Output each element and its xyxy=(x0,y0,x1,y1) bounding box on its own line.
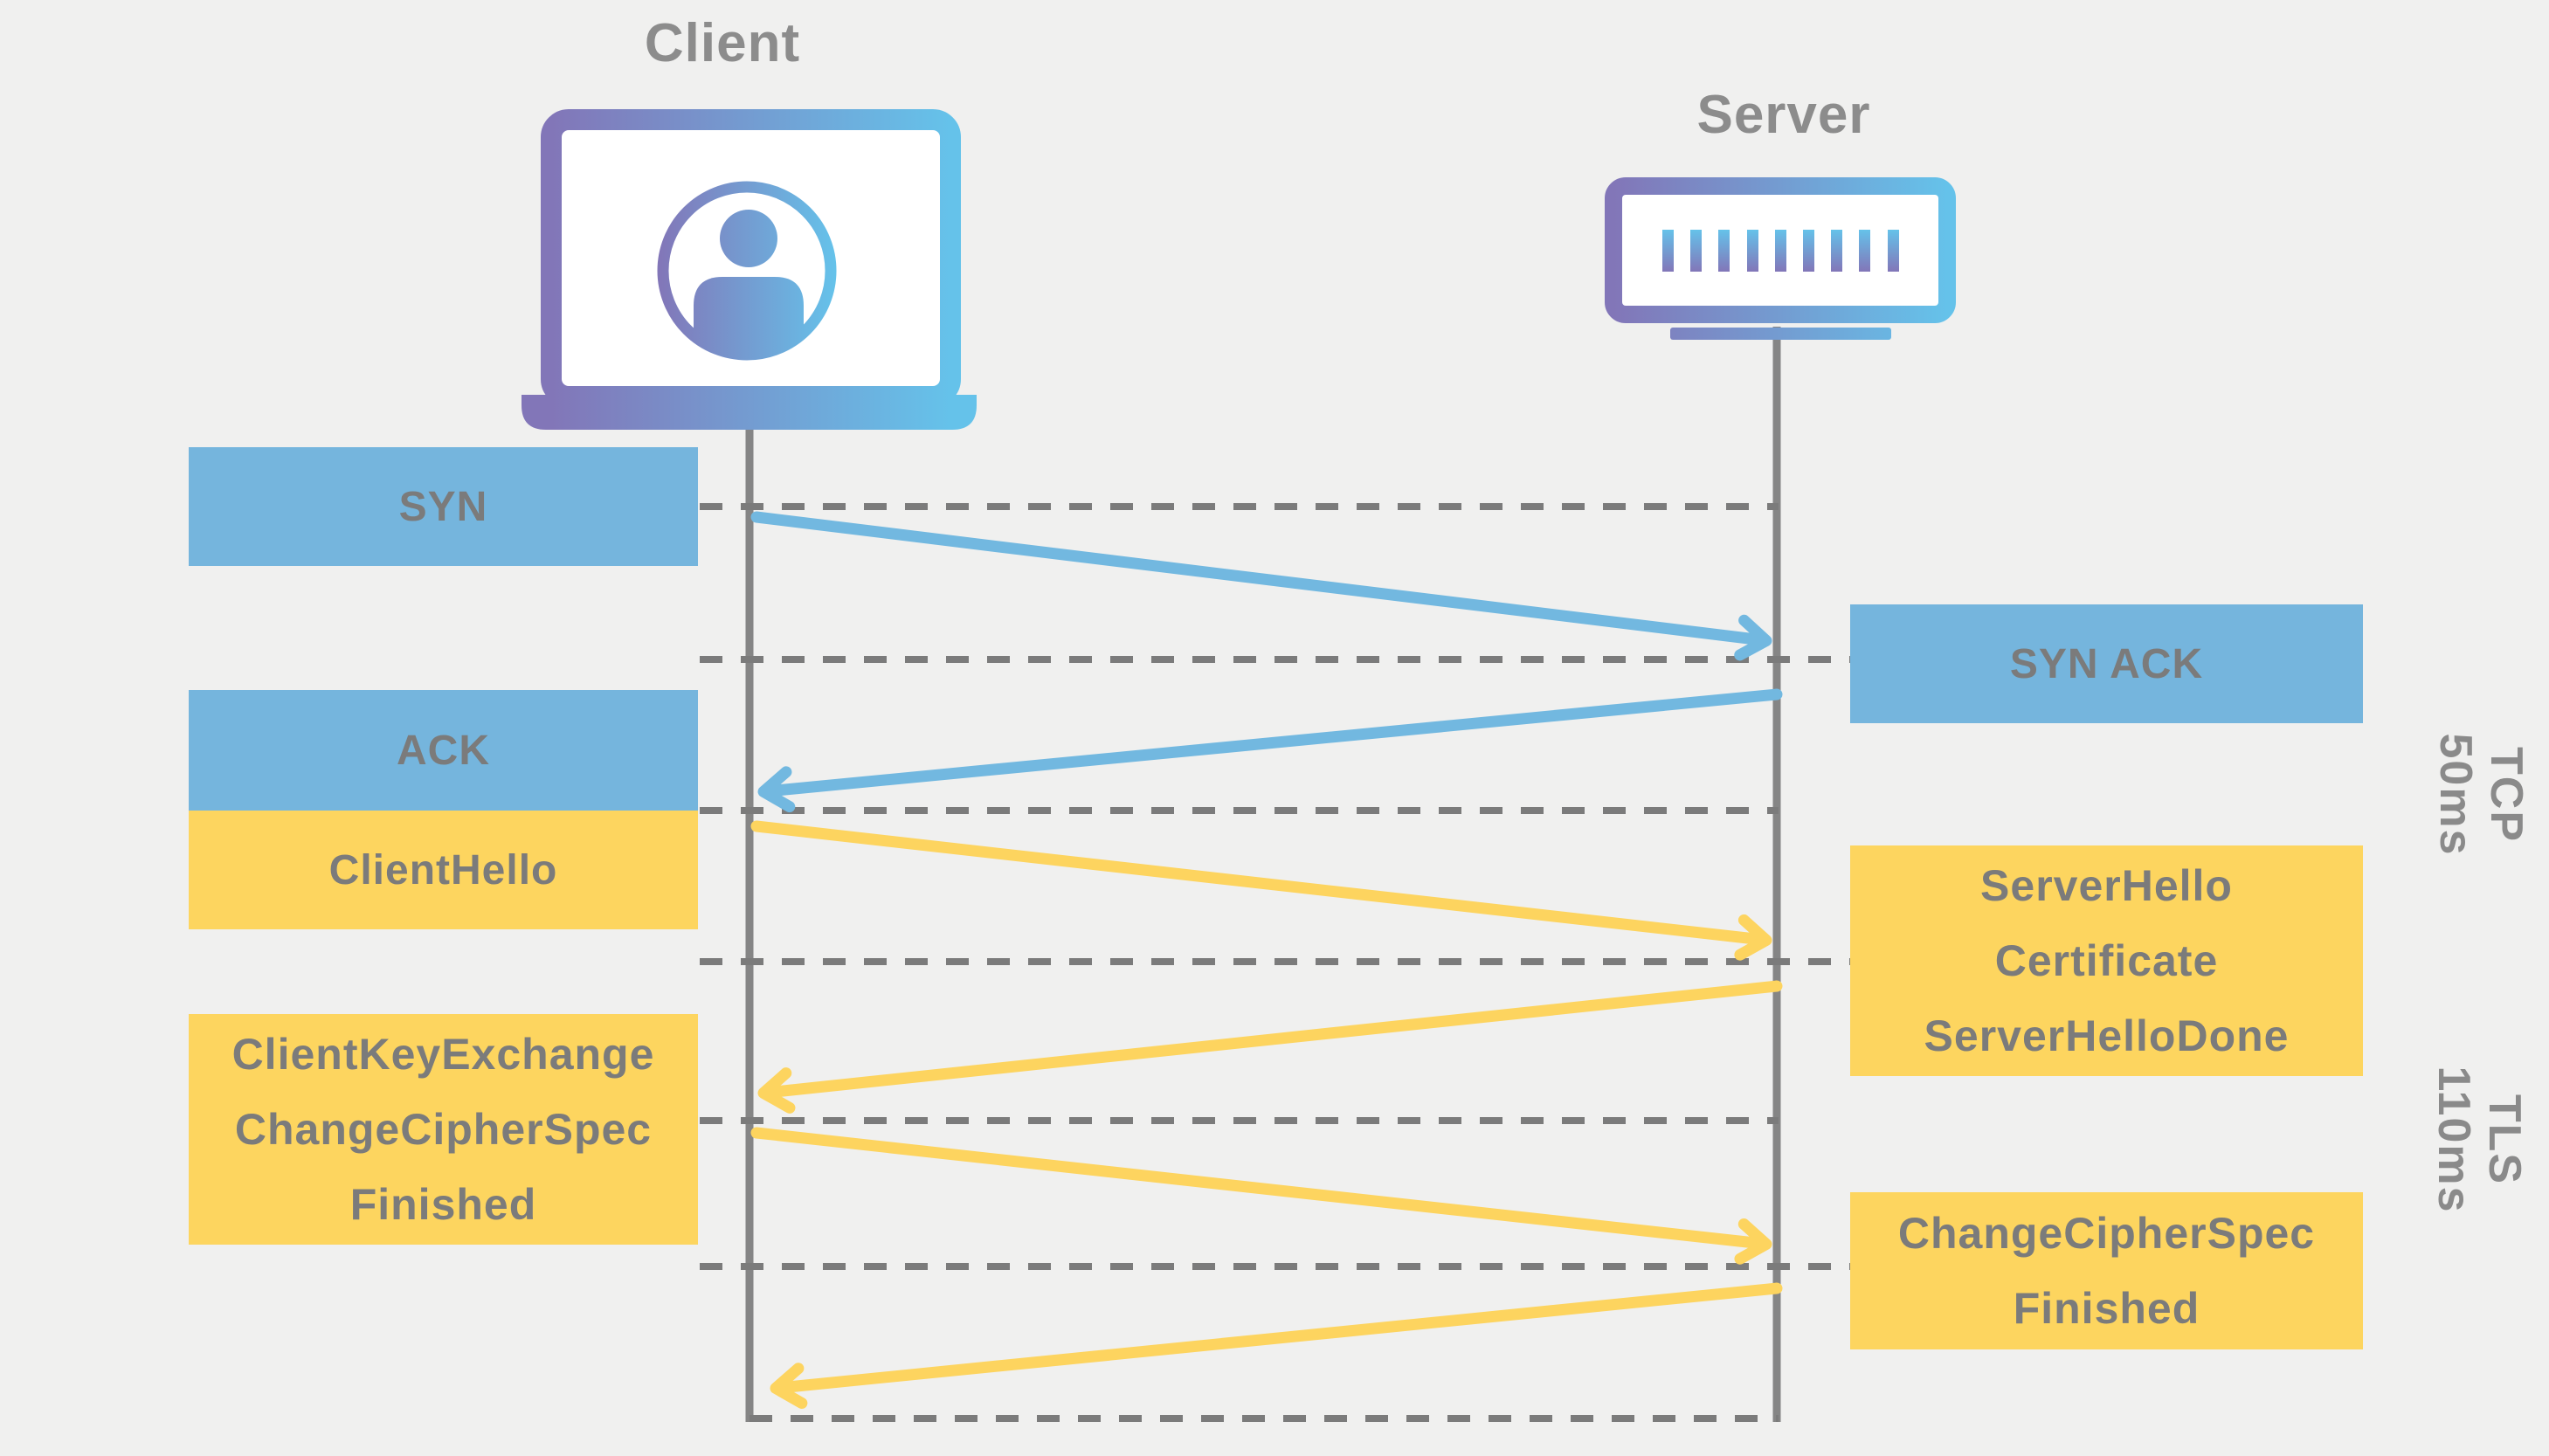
message-line: ClientKeyExchange xyxy=(231,1030,655,1079)
message-line: ChangeCipherSpec xyxy=(234,1105,653,1154)
phase-duration: 110ms xyxy=(2428,1066,2479,1214)
phase-name: TCP xyxy=(2481,747,2532,843)
message-client-key-exchange: ClientKeyExchange ChangeCipherSpec Finis… xyxy=(189,1014,698,1245)
message-syn-ack: SYN ACK xyxy=(1850,604,2363,723)
message-line: Certificate xyxy=(1994,936,2219,985)
message-client-hello: ClientHello xyxy=(189,811,698,929)
message-label: ClientHello xyxy=(328,846,558,894)
phase-label-tcp: TCP 50ms xyxy=(2429,681,2532,908)
laptop-user-icon xyxy=(522,109,977,430)
syn-arrow xyxy=(750,511,1772,661)
client-key-exchange-arrow xyxy=(750,1127,1772,1265)
message-line: Finished xyxy=(2013,1284,2200,1333)
phase-name: TLS xyxy=(2479,1094,2530,1186)
change-cipher-spec-arrow xyxy=(770,1282,1783,1410)
phase-duration: 50ms xyxy=(2430,733,2481,857)
actor-label-client: Client xyxy=(644,13,801,73)
message-syn: SYN xyxy=(189,447,698,566)
message-label: ACK xyxy=(397,727,490,774)
message-arrows xyxy=(750,511,1783,1410)
message-line: ServerHelloDone xyxy=(1924,1011,2290,1060)
syn-ack-arrow xyxy=(757,688,1783,813)
message-label: SYN xyxy=(398,483,488,530)
actor-label-server: Server xyxy=(1696,85,1871,145)
server-hello-arrow xyxy=(757,980,1783,1114)
timeline-dashes xyxy=(700,503,1850,1422)
message-line: ChangeCipherSpec xyxy=(1897,1209,2316,1258)
server-rack-icon xyxy=(1605,177,1956,340)
message-line: Finished xyxy=(349,1180,537,1229)
message-line: ServerHello xyxy=(1980,861,2233,910)
message-label: SYN ACK xyxy=(2009,640,2204,687)
phase-label-tls: TLS 110ms xyxy=(2428,1026,2531,1253)
message-ack: ACK xyxy=(189,690,698,811)
message-server-hello: ServerHello Certificate ServerHelloDone xyxy=(1850,845,2363,1076)
client-hello-arrow xyxy=(750,820,1772,961)
message-change-cipher-spec: ChangeCipherSpec Finished xyxy=(1850,1192,2363,1349)
